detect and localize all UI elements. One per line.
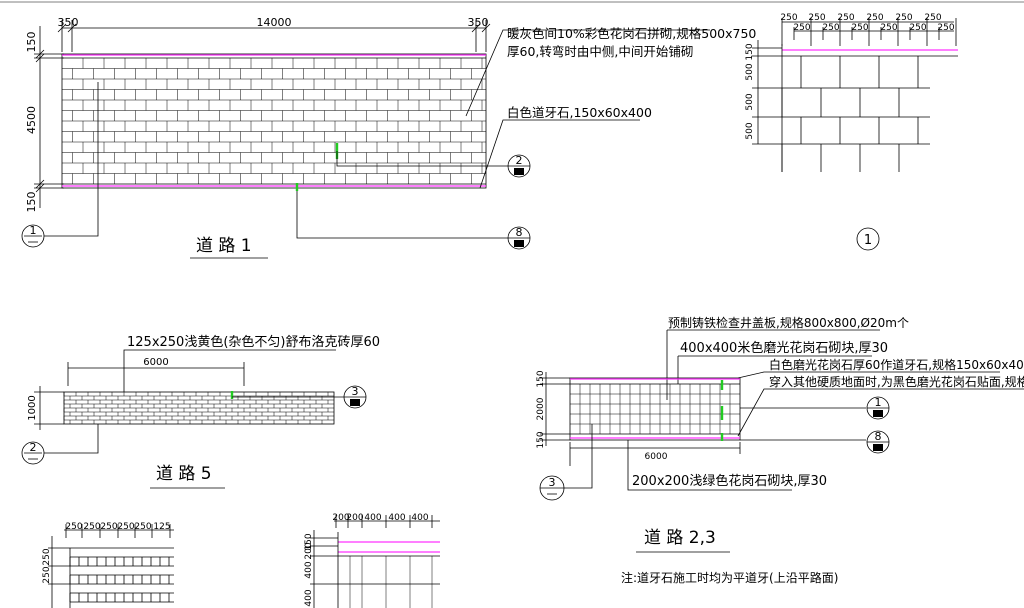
svg-text:250: 250 xyxy=(880,23,897,33)
svg-text:200: 200 xyxy=(332,513,349,523)
svg-text:150: 150 xyxy=(745,43,755,60)
svg-text:250: 250 xyxy=(866,13,883,23)
svg-text:250: 250 xyxy=(822,23,839,33)
svg-text:250: 250 xyxy=(42,566,52,583)
road5-pavers xyxy=(63,392,334,424)
svg-text:200: 200 xyxy=(304,542,314,559)
road1-title: 道 路 1 xyxy=(196,236,252,256)
road23-paving-grid xyxy=(570,384,740,434)
road5-callout-3: 3 xyxy=(343,385,367,409)
detail1-callout: 1 xyxy=(856,227,880,251)
svg-text:250: 250 xyxy=(924,13,941,23)
road23-400-note: 400x400米色磨光花岗石砌块,厚30 xyxy=(680,340,888,356)
svg-text:400: 400 xyxy=(364,513,381,523)
road1-dim-v3: 150 xyxy=(25,192,38,213)
road1-paving-note-2: 厚60,转弯时由中侧,中间开始铺砌 xyxy=(507,44,693,59)
svg-text:1: 1 xyxy=(864,233,872,248)
svg-text:150: 150 xyxy=(304,533,314,550)
road5-note: 125x250浅黄色(杂色不匀)舒布洛克砖厚60 xyxy=(127,334,380,350)
road5-title: 道 路 5 xyxy=(156,464,212,484)
svg-text:500: 500 xyxy=(745,63,755,80)
road23-outline xyxy=(569,377,741,441)
svg-text:250: 250 xyxy=(808,13,825,23)
svg-text:1: 1 xyxy=(875,396,882,409)
svg-text:3: 3 xyxy=(352,385,359,398)
road1-paving-bricks xyxy=(62,58,486,184)
svg-text:250: 250 xyxy=(100,522,117,532)
svg-text:125: 125 xyxy=(153,522,170,532)
road1-callout-left: 1 xyxy=(21,224,45,248)
svg-text:1: 1 xyxy=(30,224,37,237)
svg-text:250: 250 xyxy=(117,522,134,532)
road1-dim-v2: 4500 xyxy=(25,106,38,134)
road23-callout-3: 3 xyxy=(539,475,565,501)
road1-paving-note-1: 暖灰色间10%彩色花岗石拼砌,规格500x750 xyxy=(507,26,756,41)
road5-plan: 125x250浅黄色(杂色不匀)舒布洛克砖厚60 6000 1000 3 2 道… xyxy=(21,334,380,489)
svg-text:250: 250 xyxy=(837,13,854,23)
svg-text:2: 2 xyxy=(30,441,37,454)
road23-cover-note: 预制铸铁检查井盖板,规格800x800,Ø20m个 xyxy=(668,315,909,330)
svg-text:250: 250 xyxy=(793,23,810,33)
road1-plan: 350 14000 350 150 4500 150 暖灰色间10%彩色花岗石拼… xyxy=(21,16,756,259)
svg-text:8: 8 xyxy=(875,430,882,443)
road23-callout-8: 8 xyxy=(866,430,890,454)
svg-text:6000: 6000 xyxy=(645,452,668,462)
road1-dim-right: 350 xyxy=(468,16,489,29)
svg-text:250: 250 xyxy=(65,522,82,532)
detail1: 250 250 250 250 250 250 250 250 250 250 … xyxy=(745,13,958,251)
road5-dim-w: 1000 xyxy=(27,395,38,420)
road1-dim-v1: 150 xyxy=(25,32,38,53)
road23-200-note: 200x200浅绿色花岗石砌块,厚30 xyxy=(632,473,827,489)
road23-title: 道 路 2,3 xyxy=(644,528,716,548)
road5-callout-2: 2 xyxy=(21,441,45,465)
svg-text:500: 500 xyxy=(745,122,755,139)
svg-text:250: 250 xyxy=(42,548,52,565)
svg-text:400: 400 xyxy=(304,561,314,578)
svg-text:250: 250 xyxy=(851,23,868,33)
svg-text:250: 250 xyxy=(134,522,151,532)
svg-text:400: 400 xyxy=(304,589,314,606)
road1-dim-left: 350 xyxy=(58,16,79,29)
road1-callout-2: 2 xyxy=(507,154,531,178)
svg-text:250: 250 xyxy=(780,13,797,23)
svg-text:2000: 2000 xyxy=(536,397,546,420)
detail-bottom-middle: 200 200 400 400 400 150 200 400 400 xyxy=(304,513,440,608)
svg-text:250: 250 xyxy=(83,522,100,532)
svg-text:150: 150 xyxy=(536,431,546,448)
svg-text:400: 400 xyxy=(411,513,428,523)
svg-text:8: 8 xyxy=(516,226,523,239)
svg-text:3: 3 xyxy=(549,476,556,489)
detail-bottom-left: 250 250 250 250 250 125 250 250 xyxy=(42,522,174,608)
road23-black-note: 穿入其他硬质地面时,为黑色磨光花岗石贴面,规格150x25 xyxy=(769,374,1024,389)
road23-callout-1: 1 xyxy=(866,396,890,420)
road1-curb-note: 白色道牙石,150x60x400 xyxy=(507,105,652,120)
svg-text:150: 150 xyxy=(536,370,546,387)
road23-curb-note: 白色磨光花岗石厚60作道牙石,规格150x60x400 xyxy=(769,357,1024,372)
road1-dim-mid: 14000 xyxy=(257,16,292,29)
svg-text:200: 200 xyxy=(346,513,363,523)
svg-text:400: 400 xyxy=(388,513,405,523)
svg-text:250: 250 xyxy=(895,13,912,23)
svg-text:250: 250 xyxy=(909,23,926,33)
road5-dim-len: 6000 xyxy=(143,357,168,368)
svg-text:250: 250 xyxy=(937,23,954,33)
road23-footnote: 注:道牙石施工时均为平道牙(上沿平路面) xyxy=(621,570,838,585)
road1-callout-8: 8 xyxy=(507,226,531,250)
svg-text:2: 2 xyxy=(516,154,523,167)
svg-text:500: 500 xyxy=(745,93,755,110)
road23-plan: 预制铸铁检查井盖板,规格800x800,Ø20m个 400x400米色磨光花岗石… xyxy=(536,315,1024,585)
